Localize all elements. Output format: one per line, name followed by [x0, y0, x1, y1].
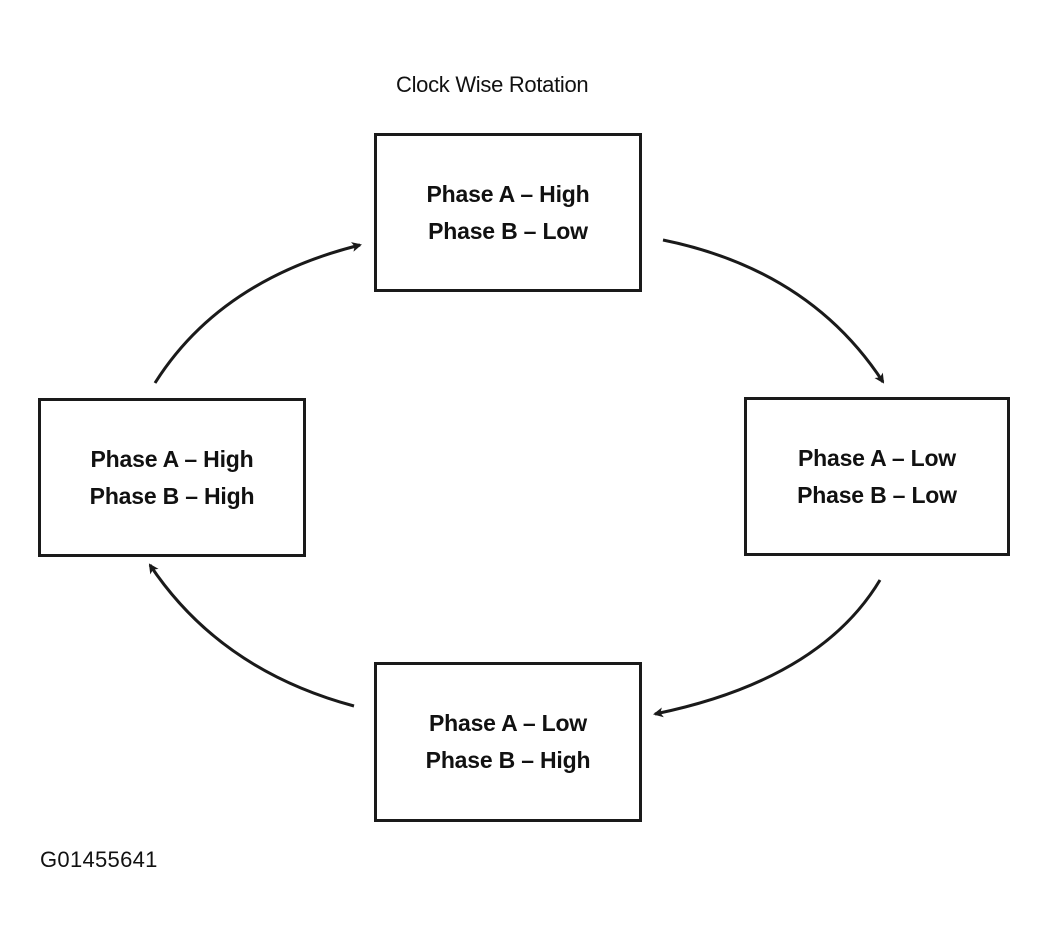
state-bottom-phase-b: Phase B – High: [425, 747, 591, 773]
state-left-phase-b: Phase B – High: [89, 482, 255, 509]
state-box-right: Phase A – Low Phase B – Low: [744, 397, 1010, 556]
figure-id: G01455641: [40, 847, 158, 872]
state-left-phase-a: Phase A – High: [90, 445, 254, 472]
arrow-right-to-bottom: [653, 579, 882, 718]
arrow-bottom-to-left: [148, 563, 355, 708]
state-bottom-phase-a: Phase A – Low: [428, 710, 588, 736]
state-box-left: Phase A – High Phase B – High: [38, 398, 306, 557]
state-box-bottom: Phase A – Low Phase B – High: [374, 662, 642, 822]
arrow-left-to-top: [153, 242, 362, 384]
diagram-title: Clock Wise Rotation: [396, 72, 589, 97]
state-box-top: Phase A – High Phase B – Low: [374, 133, 642, 292]
state-top-phase-b: Phase B – Low: [428, 217, 588, 244]
arrow-top-to-right: [662, 238, 885, 384]
state-right-phase-a: Phase A – Low: [797, 444, 957, 471]
state-top-phase-a: Phase A – High: [426, 180, 590, 207]
state-right-phase-b: Phase B – Low: [797, 481, 957, 508]
